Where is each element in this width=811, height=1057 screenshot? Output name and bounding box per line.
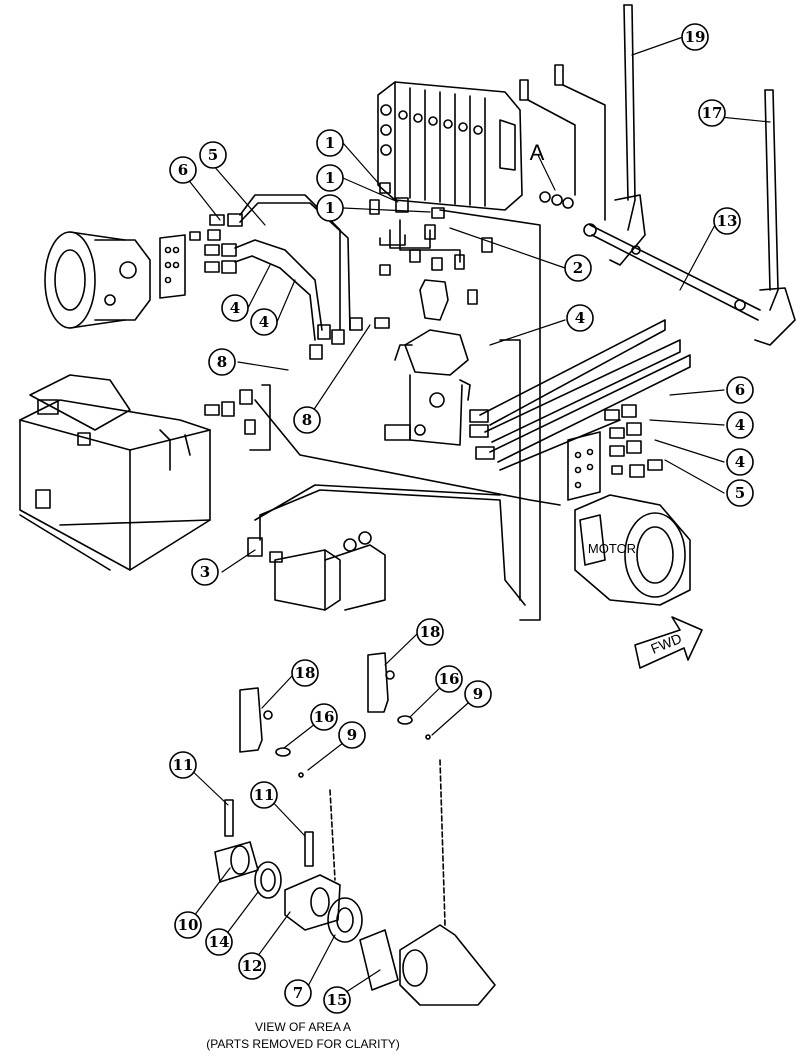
callout-19: 19	[685, 28, 706, 46]
callout-4c: 4	[575, 309, 585, 327]
callout-4e: 4	[735, 453, 745, 471]
callout-1c: 1	[325, 199, 335, 217]
callout-9b: 9	[473, 685, 483, 703]
valve-fittings	[369, 182, 493, 305]
callout-1a: 1	[325, 134, 335, 152]
control-valve	[377, 81, 523, 211]
control-levers	[519, 4, 796, 346]
view-note: (PARTS REMOVED FOR CLARITY)	[206, 1037, 400, 1051]
callout-16b: 16	[439, 670, 460, 688]
callout-5b: 5	[735, 484, 745, 502]
area-a-detail	[214, 652, 496, 1006]
callout-6a: 6	[178, 161, 188, 179]
callout-4a: 4	[230, 299, 240, 317]
callout-11a: 11	[173, 756, 194, 774]
callout-16a: 16	[314, 708, 335, 726]
callout-18a: 18	[295, 664, 316, 682]
callout-8a: 8	[217, 353, 227, 371]
callout-11b: 11	[254, 786, 275, 804]
callout-17: 17	[702, 104, 723, 122]
callout-6b: 6	[735, 381, 745, 399]
right-plate	[567, 431, 601, 501]
callout-18b: 18	[420, 623, 441, 641]
callout-2: 2	[573, 259, 583, 277]
leader-lines	[182, 36, 771, 999]
right-fittings	[604, 404, 663, 478]
callout-3: 3	[200, 563, 210, 581]
hydraulic-pump	[384, 279, 495, 460]
callout-7: 7	[293, 984, 303, 1002]
hydraulic-tank	[19, 374, 211, 571]
callout-8b: 8	[302, 411, 312, 429]
callout-9a: 9	[347, 726, 357, 744]
left-motor	[44, 231, 151, 329]
callout-15: 15	[327, 991, 348, 1009]
area-a-label: A	[530, 140, 545, 165]
left-fittings	[189, 194, 390, 360]
callout-4b: 4	[259, 313, 269, 331]
motor-label: MOTOR	[588, 541, 636, 556]
lower-valve-block	[247, 531, 386, 611]
callout-1b: 1	[325, 169, 335, 187]
fwd-arrow	[634, 616, 703, 669]
callout-13: 13	[717, 212, 738, 230]
callout-12: 12	[242, 957, 263, 975]
fwd-label: FWD	[648, 630, 684, 657]
right-motor	[574, 494, 691, 606]
callout-circles	[169, 23, 754, 1014]
view-title: VIEW OF AREA A	[255, 1020, 351, 1034]
callout-10: 10	[178, 916, 199, 934]
callout-5a: 5	[208, 146, 218, 164]
left-plate	[159, 234, 186, 299]
callout-14: 14	[209, 933, 230, 951]
callout-4d: 4	[735, 416, 745, 434]
